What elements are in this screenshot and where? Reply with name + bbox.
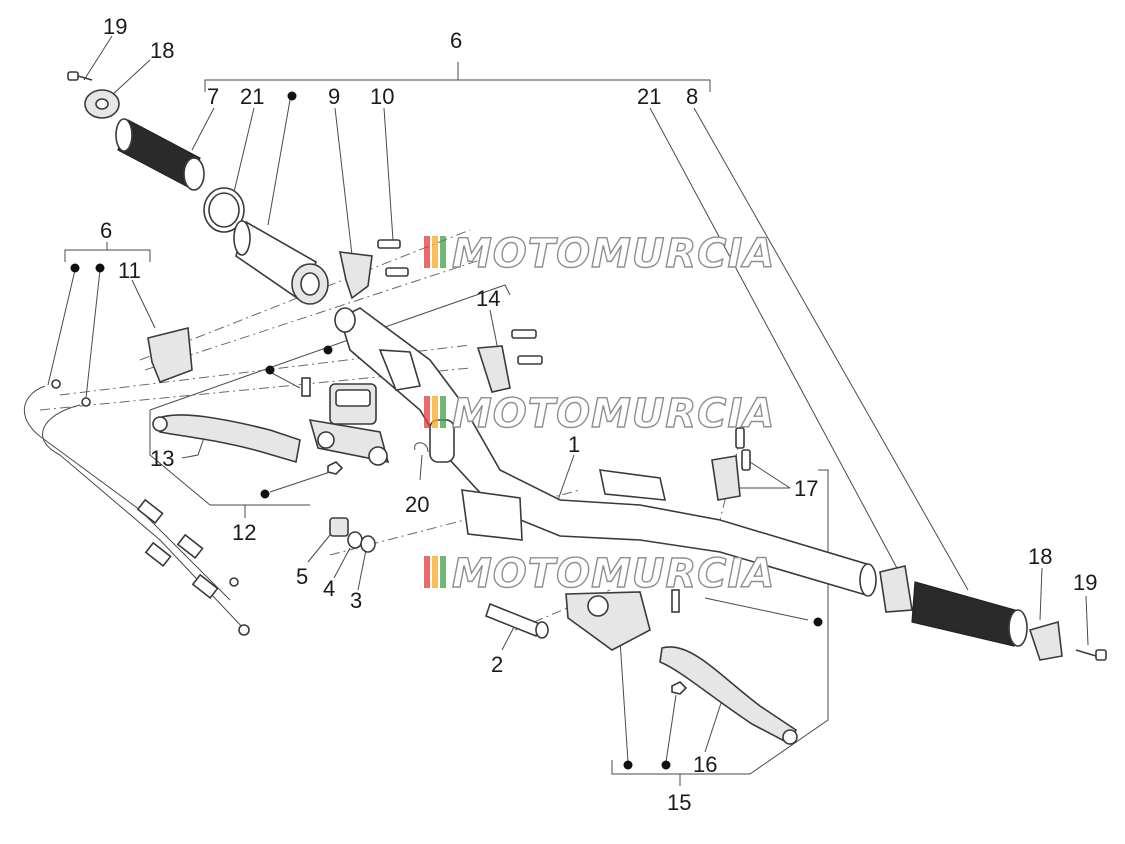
grip-8-right (911, 581, 1028, 647)
callout-6-left: 6 (100, 218, 112, 243)
throttle-tube (233, 220, 329, 305)
callout-2: 2 (491, 652, 503, 677)
callout-19-left: 19 (103, 14, 127, 39)
cables (23, 379, 250, 636)
watermark-stripe-yellow (432, 236, 438, 268)
watermark-stripe-green (440, 396, 446, 428)
callout-21-right: 21 (637, 84, 661, 109)
callout-18-right: 18 (1028, 544, 1052, 569)
callout-17: 17 (794, 476, 818, 501)
brake-lever-13 (152, 414, 301, 464)
watermark-stripe-red (424, 556, 430, 588)
leader-lines (47, 35, 1089, 786)
brake-lever-16 (659, 646, 798, 746)
handlebar-1 (334, 307, 877, 597)
callout-1: 1 (568, 432, 580, 457)
ring-21-right (879, 565, 913, 613)
watermark-3: MOTOMURCIA (424, 550, 775, 598)
callout-16: 16 (693, 752, 717, 777)
callout-18-left: 18 (150, 38, 174, 63)
callout-9: 9 (328, 84, 340, 109)
callout-19-right: 19 (1073, 570, 1097, 595)
throttle-housing-9 (338, 251, 373, 300)
watermark-text: MOTOMURCIA (452, 391, 775, 437)
master-cylinder-right (565, 589, 680, 651)
bolt-2 (485, 602, 549, 639)
screws-10 (377, 239, 409, 277)
screw-19-right (1075, 649, 1107, 661)
clamp-11 (147, 326, 193, 384)
end-cap-18-left (84, 89, 120, 119)
watermark-stripe-yellow (432, 396, 438, 428)
end-cap-18-right (1028, 620, 1063, 661)
callout-14: 14 (476, 286, 500, 311)
callout-5: 5 (296, 564, 308, 589)
master-cylinder-left (301, 377, 390, 475)
callout-15: 15 (667, 790, 691, 815)
callout-21-left: 21 (240, 84, 264, 109)
watermark-stripe-yellow (432, 556, 438, 588)
callout-11: 11 (118, 258, 141, 283)
watermark-stripe-red (424, 236, 430, 268)
nut-washers-5-4-3 (329, 517, 376, 553)
callout-10: 10 (370, 84, 394, 109)
callout-12: 12 (232, 520, 256, 545)
watermark-stripe-green (440, 236, 446, 268)
callout-20: 20 (405, 492, 429, 517)
watermark-text: MOTOMURCIA (452, 231, 775, 277)
watermark-2: MOTOMURCIA (424, 390, 775, 438)
screw-19-left (67, 71, 93, 81)
callout-7: 7 (207, 84, 219, 109)
grip-7-left (115, 118, 205, 191)
clip-20 (414, 442, 429, 453)
callout-4: 4 (323, 576, 335, 601)
watermark-stripe-red (424, 396, 430, 428)
ring-21-left (203, 187, 245, 233)
clamp-14 (476, 329, 543, 393)
watermark-1: MOTOMURCIA (424, 230, 775, 278)
watermark-stripe-green (440, 556, 446, 588)
callout-3: 3 (350, 588, 362, 613)
clamp-17 (711, 427, 751, 501)
watermark-text: MOTOMURCIA (452, 551, 775, 597)
callout-6-top: 6 (450, 28, 462, 53)
callout-labels: 19 18 6 7 21 9 10 21 8 6 11 14 13 12 20 … (100, 14, 1097, 815)
reference-dots (70, 91, 823, 770)
callout-8: 8 (686, 84, 698, 109)
callout-13: 13 (150, 446, 174, 471)
